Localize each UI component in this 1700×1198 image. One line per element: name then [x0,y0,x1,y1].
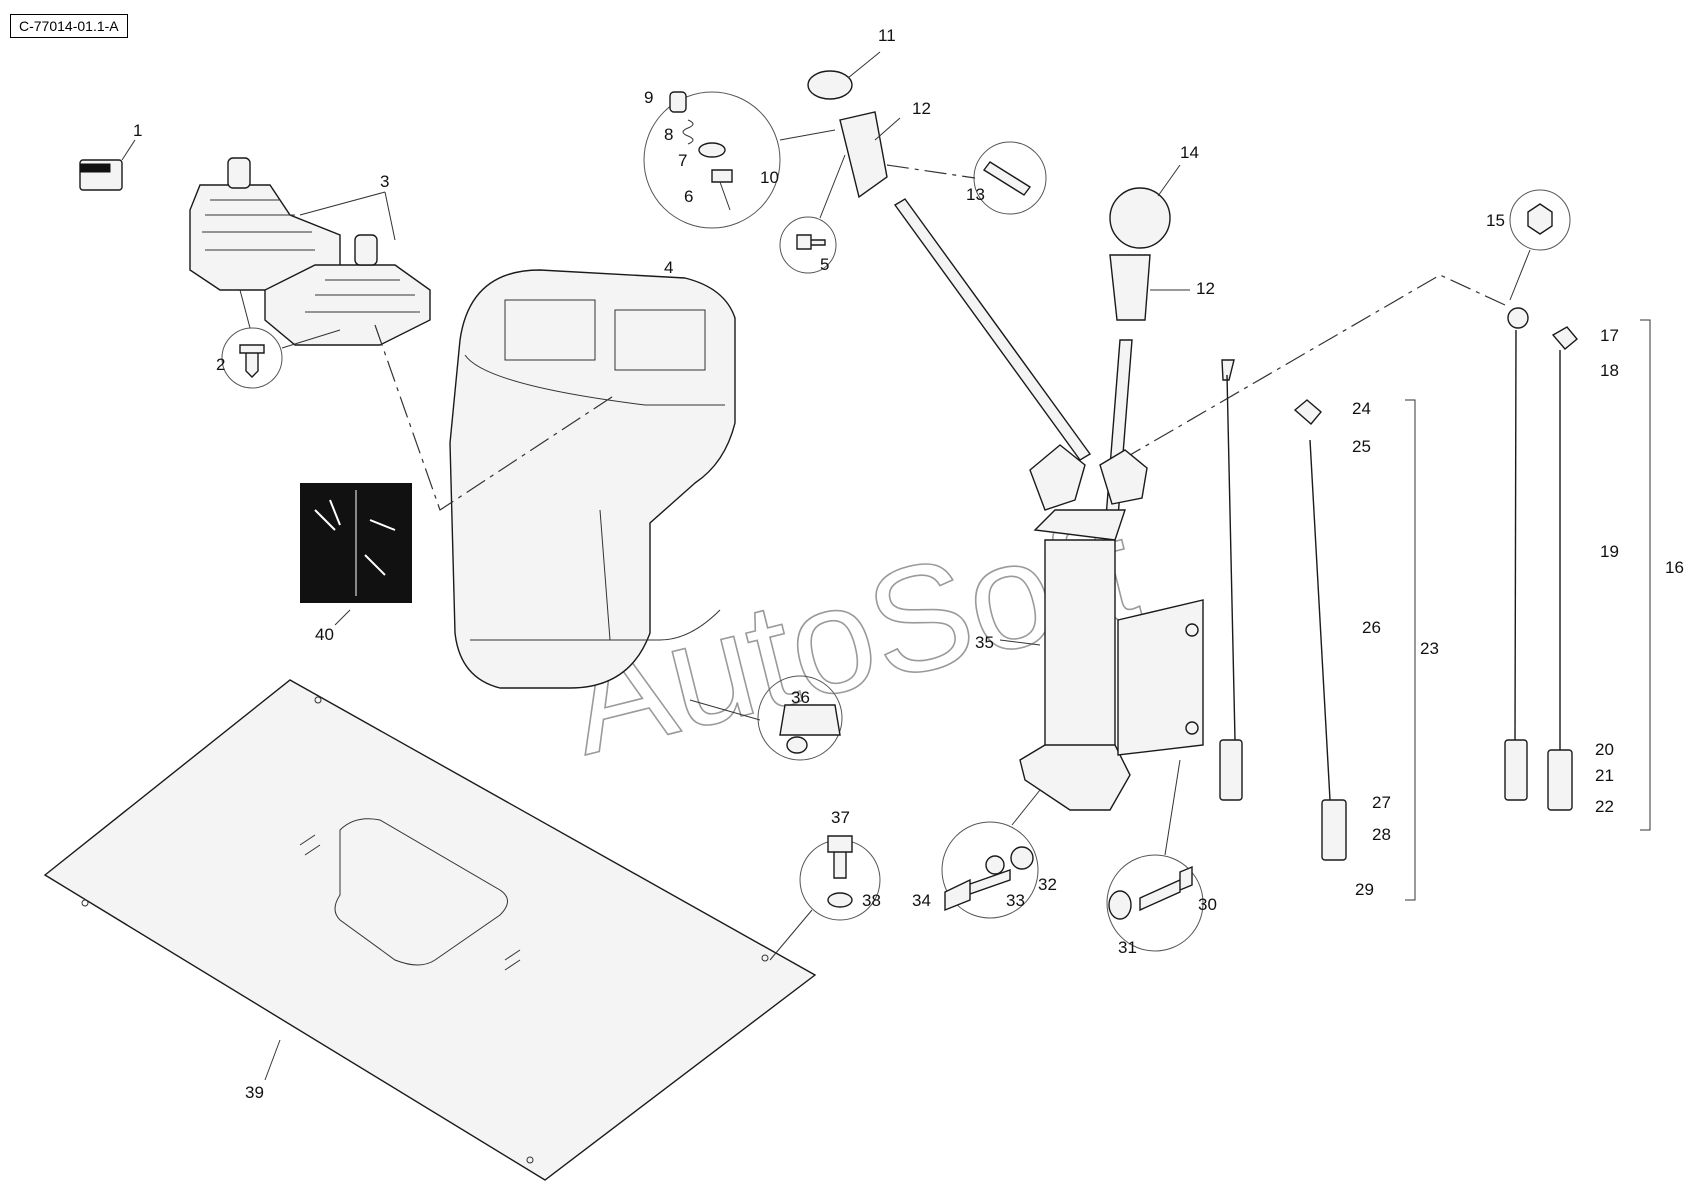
callout-13: 13 [966,185,985,204]
part-2-screw [221,289,341,389]
callout-20: 20 [1595,740,1614,759]
callout-38: 38 [862,891,881,910]
callout-24: 24 [1352,399,1371,418]
callout-21: 21 [1595,766,1614,785]
rods-23-29-assembly [1219,359,1416,901]
callout-3: 3 [380,172,389,191]
part-15-nut [1129,189,1571,456]
callout-1: 1 [133,121,142,140]
part-1-clip [79,139,136,191]
callout-5: 5 [820,255,829,274]
drawing-reference-code: C-77014-01.1-A [10,14,128,38]
callout-37: 37 [831,808,850,827]
callout-25: 25 [1352,437,1371,456]
callout-12a: 12 [912,99,931,118]
callout-9: 9 [644,88,653,107]
callout-36: 36 [791,688,810,707]
rods-16-22-assembly [1504,307,1651,831]
callout-29: 29 [1355,880,1374,899]
callout-30: 30 [1198,895,1217,914]
parts-30-34-fasteners [941,759,1204,952]
callout-6: 6 [684,187,693,206]
callout-19: 19 [1600,542,1619,561]
callout-16: 16 [1665,558,1684,577]
callout-12b: 12 [1196,279,1215,298]
callout-10: 10 [760,168,779,187]
part-35-support-column [999,444,1204,811]
callout-40: 40 [315,625,334,644]
parts-11-13-lever-knob [807,51,1092,461]
part-40-decal [300,483,412,626]
part-37-38-bolt-washer [769,835,881,961]
callout-39: 39 [245,1083,264,1102]
callout-11: 11 [878,26,896,45]
callout-27: 27 [1372,793,1391,812]
part-4-console-housing [374,269,736,689]
callout-22: 22 [1595,797,1614,816]
callout-7: 7 [678,151,687,170]
callout-15: 15 [1486,211,1505,230]
callout-14: 14 [1180,143,1199,162]
callout-26: 26 [1362,618,1381,637]
callout-34: 34 [912,891,931,910]
callout-labels: 1 2 3 4 5 6 7 8 9 10 11 12 12 13 14 15 1… [133,26,1684,1102]
callout-33: 33 [1006,891,1025,910]
callout-31: 31 [1118,938,1137,957]
callout-8: 8 [664,125,673,144]
parts-5-10-detent-assembly [643,91,846,274]
callout-35: 35 [975,633,994,652]
part-36-edge-trim [689,675,843,761]
callout-28: 28 [1372,825,1391,844]
part-3-rubber-boots [189,157,431,346]
part-39-base-plate [43,679,817,1181]
callout-17: 17 [1600,326,1619,345]
callout-18: 18 [1600,361,1619,380]
callout-32: 32 [1038,875,1057,894]
callout-4: 4 [664,258,673,277]
callout-2: 2 [216,355,225,374]
callout-23: 23 [1420,639,1439,658]
